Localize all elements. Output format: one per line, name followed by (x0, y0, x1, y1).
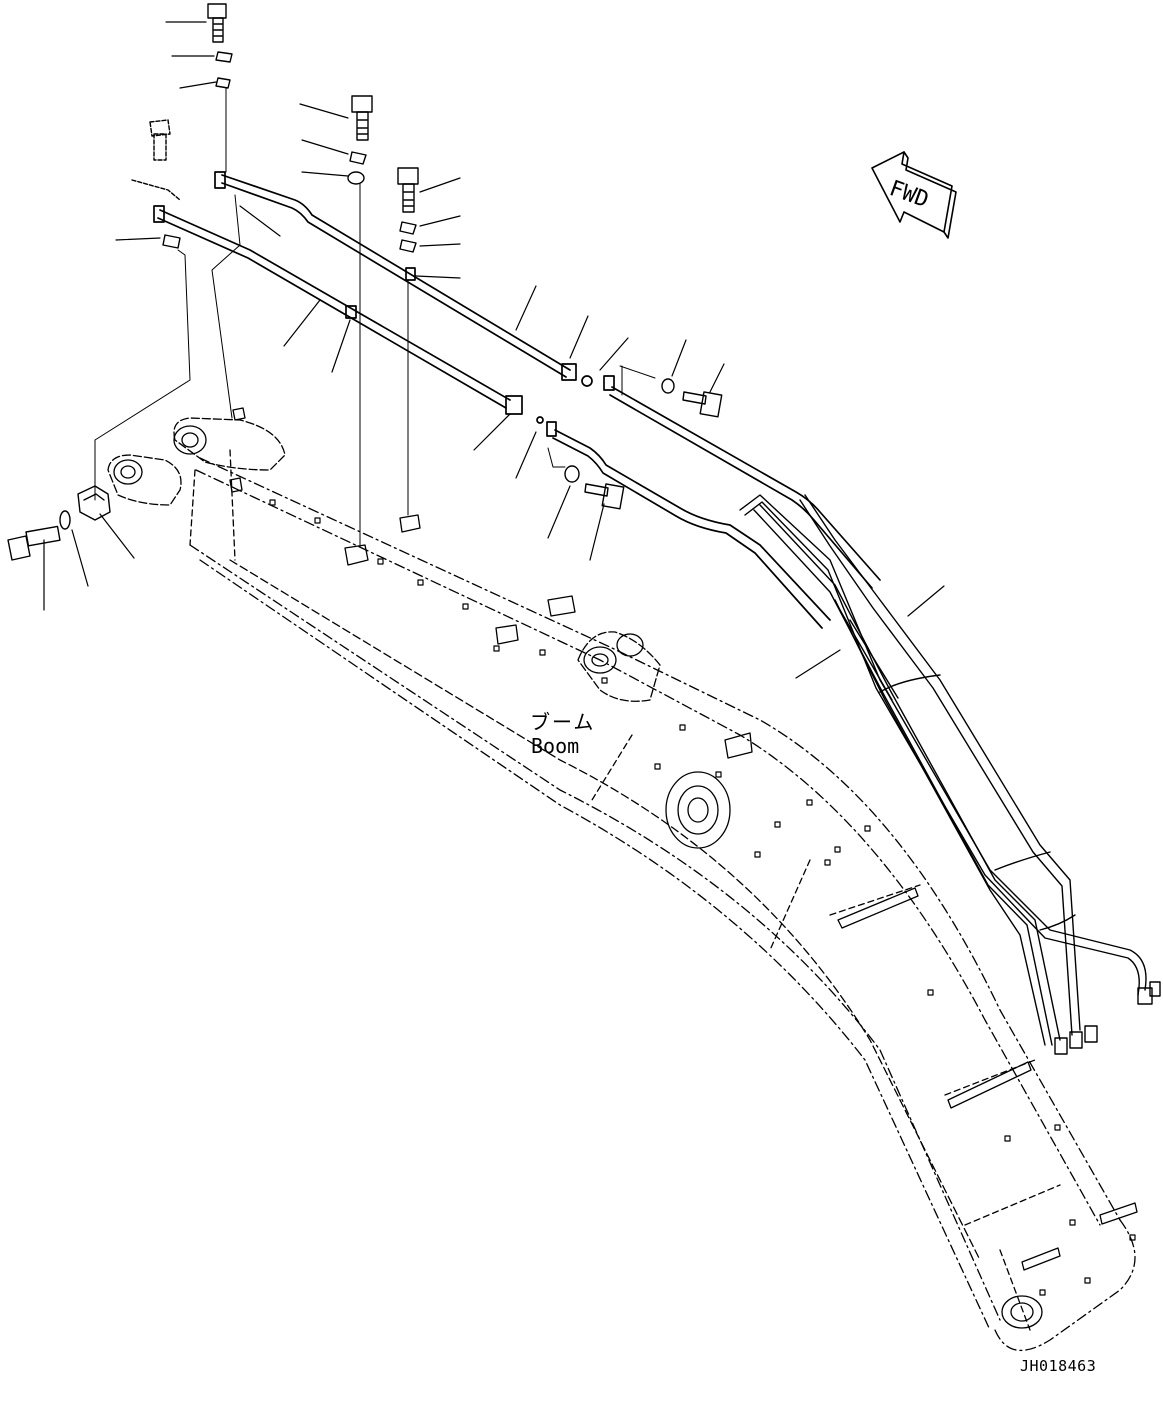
fwd-direction-arrow: FWD (871, 151, 957, 239)
boom-clamp-plates (229, 407, 1138, 1271)
boom-outline (107, 417, 1136, 1352)
boom-label-english: Boom (531, 734, 580, 758)
boom-label-japanese: ブーム (530, 710, 596, 734)
hose-bundle (739, 494, 1161, 1055)
boom-studs (269, 499, 1136, 1296)
drawing-number: JH018463 (1020, 1357, 1097, 1375)
hydraulic-pipe-lower (153, 205, 831, 629)
callout-leaders (43, 21, 945, 679)
